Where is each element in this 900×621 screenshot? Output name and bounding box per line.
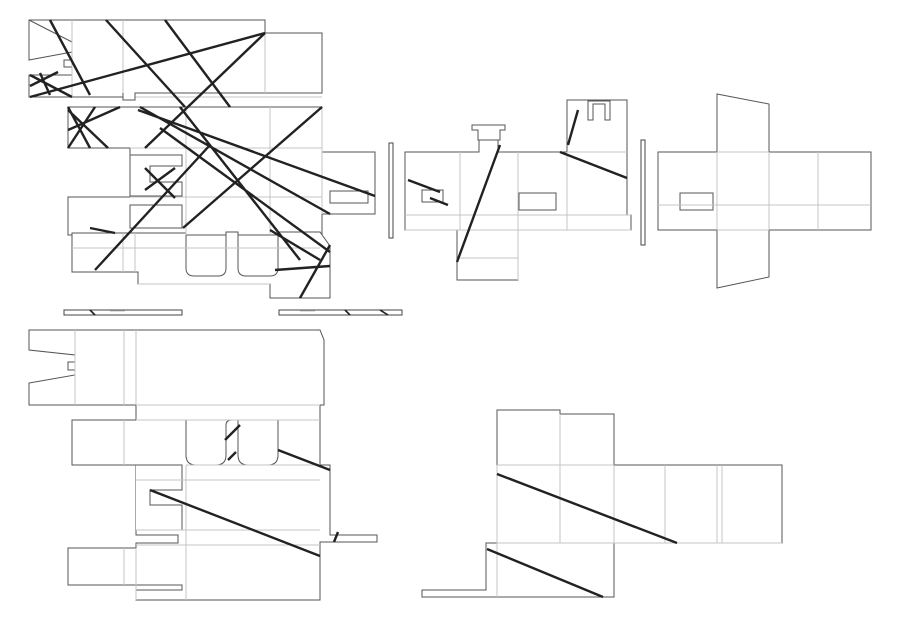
box-net-two-cuts xyxy=(421,409,783,599)
large-box-net-few-cuts xyxy=(28,329,378,601)
small-box-net-cut-pattern xyxy=(404,99,632,281)
tall-tab-edge-strips xyxy=(63,139,646,316)
large-box-net-cut-pattern xyxy=(28,19,376,299)
cross-net-plain xyxy=(657,93,872,289)
